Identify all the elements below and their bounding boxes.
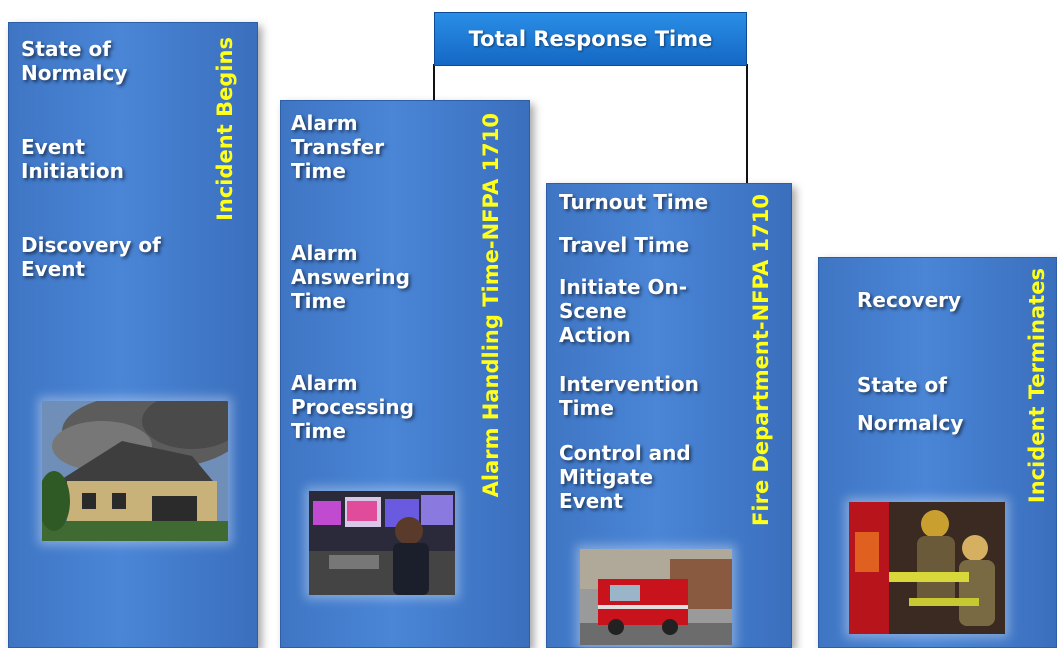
fire-engine-photo <box>580 549 732 645</box>
item-turnout-time: Turnout Time <box>559 190 709 214</box>
vertical-label-incident-begins: Incident Begins <box>213 37 237 221</box>
item-state-of-normalcy: State of Normalcy <box>21 37 128 85</box>
connector-right-line <box>746 64 748 184</box>
item-discovery-of-event: Discovery of Event <box>21 233 161 281</box>
vertical-label-alarm-handling: Alarm Handling Time-NFPA 1710 <box>479 113 503 498</box>
item-alarm-processing-time: Alarm Processing Time <box>291 371 414 443</box>
dispatcher-photo <box>309 491 455 595</box>
panel-incident-terminates: Recovery State of Normalcy Incident Term… <box>818 257 1057 648</box>
item-initiate-on-scene-action: Initiate On-Scene Action <box>559 275 688 347</box>
item-alarm-answering-time: Alarm Answering Time <box>291 241 410 313</box>
item-intervention-time: Intervention Time <box>559 372 699 420</box>
panel-fire-department: Turnout Time Travel Time Initiate On-Sce… <box>546 183 792 648</box>
item-alarm-transfer-time: Alarm Transfer Time <box>291 111 385 183</box>
firefighters-photo <box>849 502 1005 634</box>
item-event-initiation: Event Initiation <box>21 135 124 183</box>
item-state-of-normalcy-2: State of Normalcy <box>857 373 964 435</box>
connector-left-line <box>433 64 435 100</box>
panel-incident-begins: State of Normalcy Event Initiation Disco… <box>8 22 258 648</box>
vertical-label-incident-terminates: Incident Terminates <box>1025 268 1049 504</box>
item-recovery: Recovery <box>857 288 962 312</box>
vertical-label-fire-department: Fire Department-NFPA 1710 <box>749 194 773 526</box>
item-control-and-mitigate-event: Control and Mitigate Event <box>559 441 691 513</box>
item-travel-time: Travel Time <box>559 233 690 257</box>
house-fire-photo <box>42 401 228 541</box>
panel-alarm-handling: Alarm Transfer Time Alarm Answering Time… <box>280 100 530 648</box>
total-response-time-banner: Total Response Time <box>434 12 747 66</box>
